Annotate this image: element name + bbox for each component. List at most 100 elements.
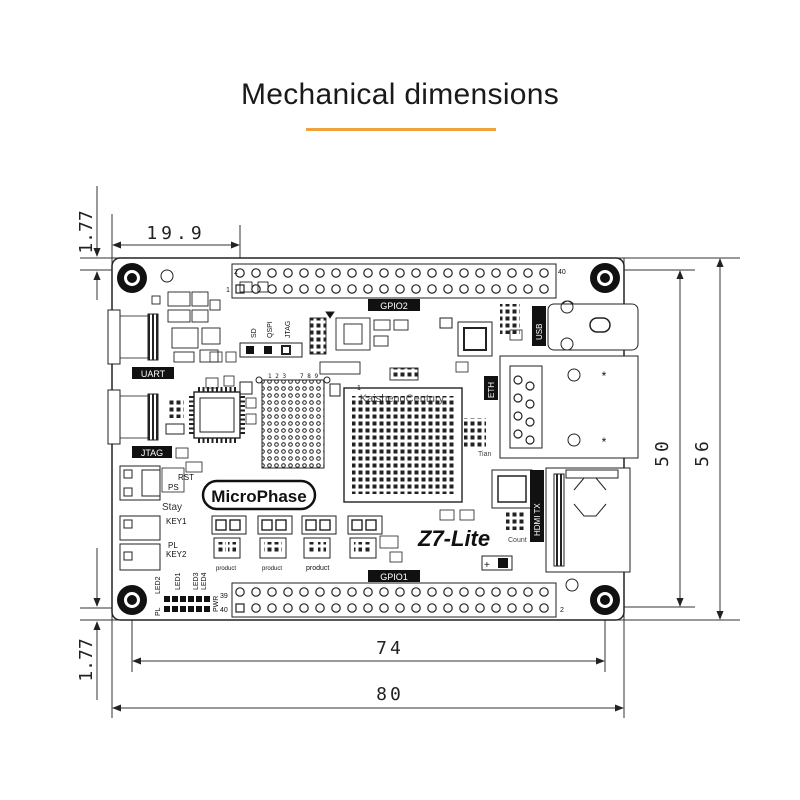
header-pin bbox=[363, 284, 373, 294]
jtag-port: JTAG bbox=[107, 389, 172, 458]
jtag-port-label: JTAG bbox=[141, 448, 163, 458]
chip-lead bbox=[229, 387, 232, 392]
chip-lead bbox=[211, 387, 214, 392]
header-pin bbox=[523, 268, 533, 278]
header-pin bbox=[427, 284, 437, 294]
header-pin bbox=[299, 603, 309, 613]
led-pad bbox=[188, 606, 194, 612]
chip-lead bbox=[211, 438, 214, 443]
header-pin-label: 40 bbox=[220, 607, 228, 614]
gpio2-label: GPIO2 bbox=[380, 301, 408, 311]
header-pin bbox=[507, 284, 517, 294]
module-part bbox=[354, 542, 362, 554]
header-pin bbox=[251, 587, 261, 597]
chip-lead bbox=[189, 409, 194, 412]
dim-left-edge-to-header: 19.9 bbox=[146, 223, 205, 244]
header-pin bbox=[539, 603, 549, 613]
chip-lead bbox=[207, 438, 209, 443]
chip-lead bbox=[189, 432, 194, 434]
header-pin bbox=[443, 587, 453, 597]
led-pad bbox=[172, 606, 178, 612]
header-pin bbox=[379, 587, 389, 597]
chip-lead bbox=[220, 438, 223, 443]
led-pad bbox=[180, 596, 186, 602]
header-pin bbox=[491, 268, 501, 278]
led1-label: LED1 bbox=[175, 572, 182, 590]
header-pin bbox=[331, 603, 341, 613]
led4-label: LED4 bbox=[201, 572, 208, 590]
usb-label: USB bbox=[535, 324, 544, 340]
header-pin bbox=[331, 268, 341, 278]
module-part bbox=[319, 519, 331, 531]
chip-lead bbox=[240, 423, 245, 425]
module-frame bbox=[211, 515, 247, 535]
module-part bbox=[215, 519, 227, 531]
rj45-pin bbox=[525, 399, 535, 409]
chip-lead bbox=[189, 427, 194, 430]
ethernet-phy bbox=[439, 304, 520, 357]
header-pin bbox=[347, 603, 357, 613]
qspi-flash bbox=[309, 311, 419, 381]
module-part bbox=[365, 519, 377, 531]
hdmi-driver-chip bbox=[491, 469, 533, 530]
boot-qspi-label: QSPI bbox=[267, 321, 274, 338]
header-pin bbox=[395, 603, 405, 613]
chip-lead bbox=[198, 438, 200, 443]
watermark-center: KaishengCentury bbox=[360, 393, 445, 405]
header-pin bbox=[459, 284, 469, 294]
header-pin bbox=[427, 268, 437, 278]
header-pin bbox=[491, 587, 501, 597]
header-pin bbox=[539, 284, 549, 294]
header-pin bbox=[411, 284, 421, 294]
module-frame bbox=[301, 515, 337, 535]
header-pin bbox=[491, 603, 501, 613]
rj45-pin bbox=[513, 411, 523, 421]
header-pin bbox=[267, 587, 277, 597]
led-pad bbox=[180, 606, 186, 612]
header-pin bbox=[523, 587, 533, 597]
header-pin bbox=[299, 284, 309, 294]
watermark-low: Count bbox=[508, 537, 527, 544]
header-pin bbox=[315, 603, 325, 613]
misc-components bbox=[175, 329, 523, 563]
header-pin bbox=[315, 268, 325, 278]
title-underline bbox=[306, 128, 496, 131]
chip-lead bbox=[216, 438, 218, 443]
fiducial bbox=[565, 578, 579, 592]
header-pin bbox=[539, 587, 549, 597]
svg-text:*: * bbox=[602, 435, 607, 449]
header-pin bbox=[299, 268, 309, 278]
module-part bbox=[218, 542, 226, 554]
header-pin bbox=[395, 587, 405, 597]
header-pin bbox=[251, 268, 261, 278]
module-frame bbox=[347, 515, 383, 535]
header-pin bbox=[507, 268, 517, 278]
header-pin bbox=[347, 587, 357, 597]
header-pin bbox=[411, 603, 421, 613]
mounting-hole-tr bbox=[590, 263, 620, 293]
chip-lead bbox=[189, 396, 194, 398]
chip-lead bbox=[220, 387, 223, 392]
module-part bbox=[318, 542, 326, 554]
dim-hole-spacing-width: 74 bbox=[376, 638, 404, 659]
header-pin bbox=[363, 587, 373, 597]
uart-label: UART bbox=[141, 369, 166, 379]
dim-hole-spacing-height: 50 bbox=[652, 437, 673, 467]
header-pin bbox=[459, 603, 469, 613]
header-pin bbox=[507, 603, 517, 613]
chip-lead bbox=[189, 414, 194, 416]
eth-label: ETH bbox=[487, 382, 496, 398]
proto-col-label: 7 8 9 bbox=[300, 373, 318, 380]
watermark-right: Tian bbox=[478, 451, 491, 458]
header-pin bbox=[379, 603, 389, 613]
module-frame bbox=[303, 537, 331, 559]
header-pin bbox=[443, 284, 453, 294]
header-pin bbox=[315, 587, 325, 597]
header-pin bbox=[235, 587, 245, 597]
svg-text:+: + bbox=[484, 560, 490, 571]
module-part bbox=[229, 519, 241, 531]
board: 2 40 1 GPIO2 39 40 2 GPIO1 UART bbox=[107, 257, 639, 621]
header-pin bbox=[475, 268, 485, 278]
header-pin bbox=[235, 268, 245, 278]
